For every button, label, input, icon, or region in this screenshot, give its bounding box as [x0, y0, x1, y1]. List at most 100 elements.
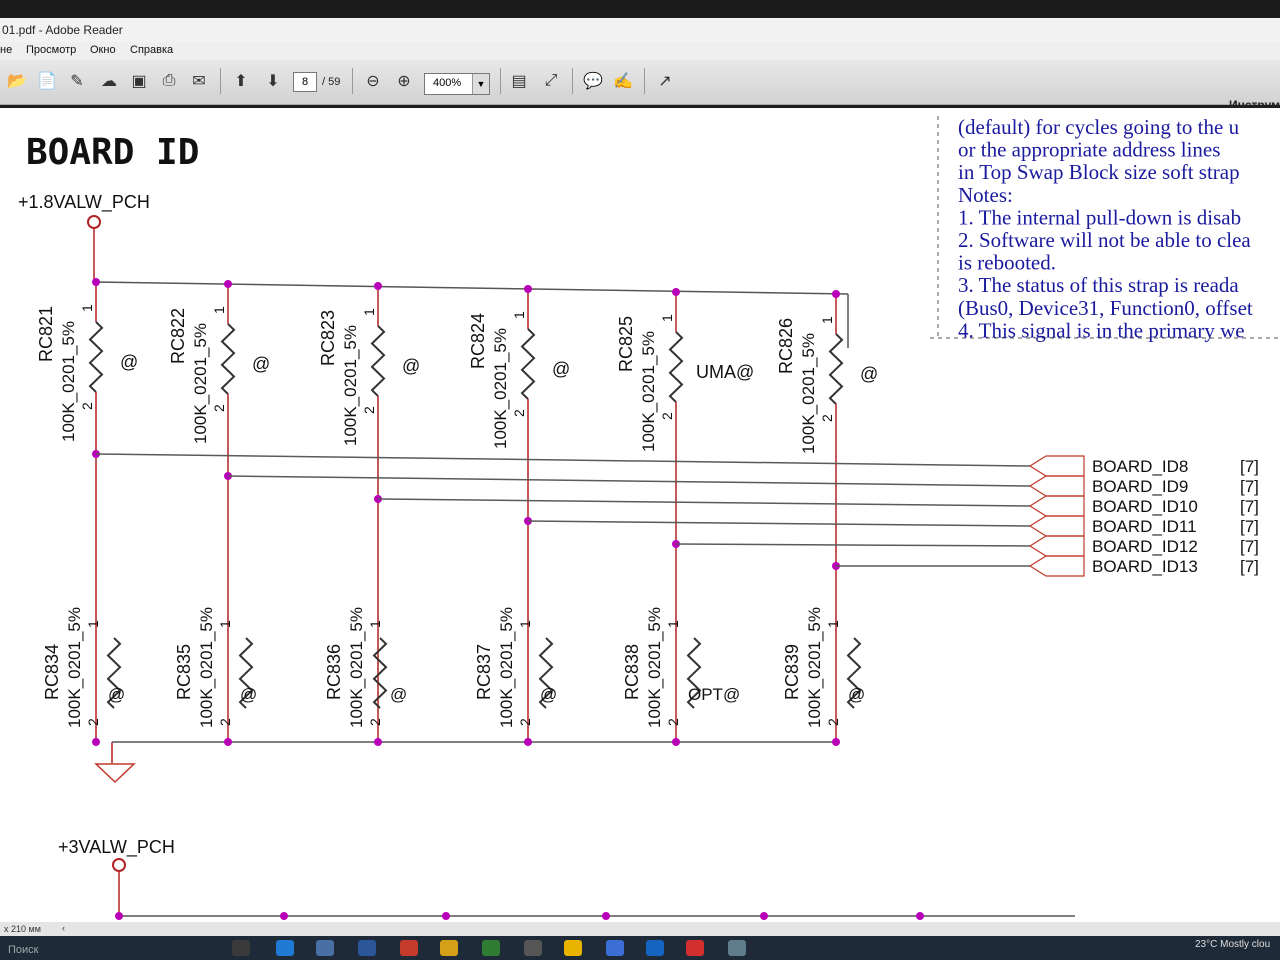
window-title: 01.pdf - Adobe Reader	[2, 23, 123, 37]
top-resistor-symbol	[88, 321, 104, 393]
bottom-resistor-value: 100K_0201_5%	[197, 607, 216, 728]
toolbar: 📂 📄 ✎ ☁ ▣ ⎙ ✉ ⬆ ⬇ ⊖ ⊕ ▤ ⤢ 💬 ✍ ↗	[0, 60, 1280, 105]
fit-page-icon[interactable]: ▤	[511, 73, 527, 90]
share-icon[interactable]: ☁	[101, 73, 117, 90]
top-resistor-pin1: 1	[79, 304, 95, 312]
tool-icon[interactable]	[524, 940, 542, 956]
top-resistor-value: 100K_0201_5%	[799, 333, 818, 454]
signal-name: BOARD_ID11	[1092, 517, 1197, 536]
open-icon[interactable]: 📂	[7, 73, 27, 90]
task-view-icon[interactable]	[232, 940, 250, 956]
zoom-value: 400%	[433, 77, 462, 89]
top-resistor-tag: UMA@	[696, 362, 754, 382]
signal-name: BOARD_ID10	[1092, 497, 1198, 516]
bottom-resistor-ref: RC838	[622, 644, 642, 700]
junction-dot	[115, 912, 123, 920]
signal-port: BOARD_ID9[7]	[227, 475, 1259, 497]
sign-icon[interactable]: ✍	[613, 73, 633, 90]
email-icon[interactable]: ✉	[192, 73, 206, 90]
bottom-resistor-tag: @	[240, 685, 257, 704]
bottom-resistor-symbol	[846, 637, 862, 709]
junction-dot	[672, 288, 680, 296]
bottom-resistor-pin2: 2	[517, 718, 533, 726]
note-line: in Top Swap Block size soft strap	[958, 160, 1240, 184]
bottom-resistor-pin1: 1	[517, 620, 533, 628]
top-resistor-pin2: 2	[819, 414, 835, 422]
explorer-icon[interactable]	[316, 940, 334, 956]
junction-dot	[916, 912, 924, 920]
top-resistor-tag: @	[252, 354, 270, 374]
bottom-resistor-tag: OPT@	[688, 685, 740, 704]
top-resistor-ref: RC821	[36, 306, 56, 362]
signal-port: BOARD_ID8[7]	[95, 453, 1259, 477]
fullscreen-icon[interactable]: ↗	[658, 73, 672, 90]
comment-icon[interactable]: 💬	[583, 73, 603, 90]
excel-icon[interactable]	[482, 940, 500, 956]
settings-icon[interactable]	[728, 940, 746, 956]
bottom-resistor-ref: RC835	[174, 644, 194, 700]
previous-page-icon[interactable]: ⬆	[234, 73, 248, 90]
bottom-resistor-pin1: 1	[825, 620, 841, 628]
fit-width-icon[interactable]: ⤢	[544, 72, 558, 89]
edit-icon[interactable]: ✎	[70, 73, 84, 90]
top-resistor-value: 100K_0201_5%	[341, 325, 360, 446]
signal-name: BOARD_ID8	[1092, 457, 1188, 476]
menu-bar: не Просмотр Окно Справка	[0, 42, 1280, 60]
junction-dot	[760, 912, 768, 920]
bottom-resistor-pin1: 1	[217, 620, 233, 628]
zoom-select[interactable]: 400% ▼	[424, 73, 490, 95]
save-icon[interactable]: ▣	[131, 73, 147, 90]
junction-dot	[374, 282, 382, 290]
menu-item-window[interactable]: Окно	[90, 44, 116, 56]
ground-icon	[94, 763, 136, 784]
chevron-down-icon[interactable]: ▼	[472, 74, 489, 94]
next-page-icon[interactable]: ⬇	[266, 73, 280, 90]
menu-item-view[interactable]: Просмотр	[26, 44, 77, 56]
acrobat-icon[interactable]	[686, 940, 704, 956]
menu-item-file[interactable]: не	[0, 44, 13, 56]
note-line: Notes:	[958, 183, 1013, 207]
chevron-left-icon[interactable]: ‹	[62, 923, 65, 933]
rail-label-top: +1.8VALW_PCH	[18, 192, 150, 213]
zoom-in-icon[interactable]: ⊕	[397, 73, 411, 90]
top-resistor-pin2: 2	[211, 404, 227, 412]
viber-icon[interactable]	[606, 940, 624, 956]
taskbar-search[interactable]: Поиск	[8, 944, 39, 956]
signal-ref: [7]	[1240, 517, 1259, 536]
print-icon[interactable]: ⎙	[162, 72, 176, 89]
bottom-resistor-pin1: 1	[367, 620, 383, 628]
top-resistor-value: 100K_0201_5%	[191, 323, 210, 444]
bottom-resistor-pin1: 1	[665, 620, 681, 628]
app-icon[interactable]	[400, 940, 418, 956]
top-resistor-symbol	[668, 331, 684, 403]
bottom-resistor-value: 100K_0201_5%	[497, 607, 516, 728]
top-resistor-tag: @	[860, 364, 878, 384]
bottom-resistor-value: 100K_0201_5%	[65, 607, 84, 728]
word-icon[interactable]	[646, 940, 664, 956]
junction-dot	[832, 738, 840, 746]
bottom-resistor-ref: RC836	[324, 644, 344, 700]
chrome-icon[interactable]	[564, 940, 582, 956]
bottom-resistor-value: 100K_0201_5%	[645, 607, 664, 728]
note-line: (Bus0, Device31, Function0, offset	[958, 296, 1253, 320]
edge-icon[interactable]	[276, 940, 294, 956]
menu-item-help[interactable]: Справка	[130, 44, 174, 56]
bottom-resistor-symbol	[372, 637, 388, 709]
weather-widget[interactable]: 23°C Mostly clou	[1195, 939, 1271, 950]
top-resistor-tag: @	[120, 352, 138, 372]
page-number-input[interactable]: 8	[293, 72, 317, 92]
junction-dot	[602, 912, 610, 920]
bottom-resistor-pin2: 2	[217, 718, 233, 726]
bottom-resistor-ref: RC834	[42, 644, 62, 700]
signal-port: BOARD_ID10[7]	[377, 495, 1259, 517]
create-pdf-icon[interactable]: 📄	[37, 73, 57, 90]
bottom-resistor-tag: @	[108, 685, 125, 704]
mail-icon[interactable]	[358, 940, 376, 956]
signal-ref: [7]	[1240, 557, 1259, 576]
zoom-out-icon[interactable]: ⊖	[366, 73, 380, 90]
signal-name: BOARD_ID12	[1092, 537, 1198, 556]
files-icon[interactable]	[440, 940, 458, 956]
